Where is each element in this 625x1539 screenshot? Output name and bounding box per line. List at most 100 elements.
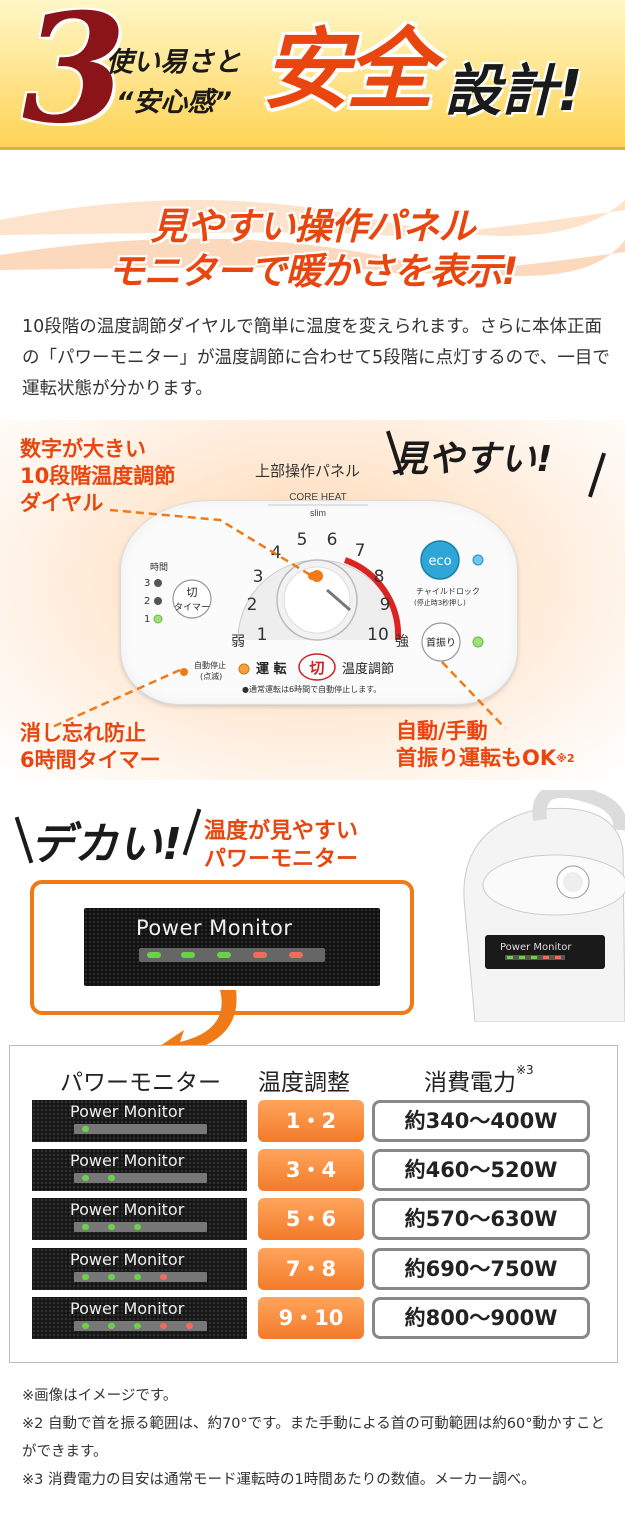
callout-swing: 自動/手動 首振り運転もOK※2 (396, 718, 574, 772)
dial-number-1: 1 (257, 625, 268, 645)
table-row-power: 約690〜750W (372, 1248, 590, 1290)
callout-dial-line2: 10段階温度調節 (20, 464, 176, 488)
intro-text: 10段階の温度調節ダイヤルで簡単に温度を変えられます。さらに本体正面の「パワーモ… (22, 317, 610, 399)
dial-number-6: 6 (327, 530, 338, 550)
dial-weak-label: 弱 (231, 634, 245, 650)
led-dot (82, 1224, 89, 1230)
table-row-monitor-label: Power Monitor (70, 1151, 185, 1170)
table-row-monitor: Power Monitor (32, 1198, 247, 1240)
timer-level-2: 2 (144, 596, 150, 607)
power-monitor-screen: Power Monitor (84, 908, 380, 986)
banner-subtitle-1: 使い易さと (106, 47, 241, 78)
auto-stop-note: ●通常運転は6時間で自動停止します。 (242, 684, 381, 694)
callout-swing-note: ※2 (556, 752, 575, 765)
callout-timer: 消し忘れ防止 6時間タイマー (20, 720, 161, 774)
table-row-monitor-label: Power Monitor (70, 1102, 185, 1121)
table-row-monitor: Power Monitor (32, 1248, 247, 1290)
led-dot (108, 1323, 115, 1329)
led-dot (160, 1274, 167, 1280)
dial-number-9: 9 (380, 595, 391, 615)
child-lock-sub: (停止時3秒押し) (414, 598, 466, 607)
feature-number: 3 (22, 0, 127, 150)
led-dot (82, 1175, 89, 1181)
table-header-power-note: ※3 (516, 1063, 534, 1077)
power-monitor-title: Power Monitor (136, 916, 293, 940)
table-row-power: 約460〜520W (372, 1149, 590, 1191)
led-dot (82, 1274, 89, 1280)
banner-main-word-2: 設計! (445, 59, 583, 124)
timer-button-top: 切 (187, 586, 198, 599)
table-row-led-bar (74, 1272, 207, 1282)
swing-button-label: 首振り (426, 636, 456, 649)
dial-number-5: 5 (297, 530, 308, 550)
section-heading-line1: 見やすい操作パネル (150, 205, 476, 248)
timer-button-bottom: タイマー (174, 602, 210, 613)
led-dot (108, 1224, 115, 1230)
table-row-power: 約800〜900W (372, 1297, 590, 1339)
banner-subtitle-2: “安心感” (116, 87, 232, 118)
dial-number-8: 8 (374, 567, 385, 587)
led-dot (134, 1323, 141, 1329)
control-panel-details: CORE HEAT slim 1 2 3 4 5 6 7 8 9 10 弱 強 … (49, 492, 506, 730)
table-row-temp: 3・4 (258, 1149, 364, 1191)
heater-monitor-label: Power Monitor (500, 942, 572, 953)
callout-timer-line2: 6時間タイマー (20, 748, 161, 772)
table-row-temp: 7・8 (258, 1248, 364, 1290)
table-header-monitor: パワーモニター (60, 1070, 221, 1096)
callout-swing-line1: 自動/手動 (396, 719, 488, 743)
table-row-monitor-label: Power Monitor (70, 1250, 185, 1269)
header-banner: 3 使い易さと “安心感” 安全 設計! (0, 0, 625, 150)
led-dot (134, 1274, 141, 1280)
temp-adjust-label: 温度調節 (342, 661, 394, 677)
heater-illustration: Power Monitor (463, 790, 625, 1022)
led-dot (108, 1274, 115, 1280)
footnotes: ※画像はイメージです。 ※2 自動で首を振る範囲は、約70°です。また手動による… (22, 1382, 612, 1494)
dial-number-3: 3 (253, 567, 264, 587)
panel-brand: CORE HEAT (289, 492, 347, 503)
table-row-power: 約340〜400W (372, 1100, 590, 1142)
callout-swing-line2: 首振り運転もOK (396, 746, 557, 770)
run-label: 運 転 (256, 661, 287, 677)
led-dot (186, 1323, 193, 1329)
heading-swoosh-decoration (0, 200, 625, 276)
dial-number-7: 7 (355, 541, 366, 561)
callout-pm-line1: 温度が見やすい (204, 819, 359, 844)
section-heading-line2: モニターで暖かさを表示! (107, 250, 519, 293)
callout-dial-line1: 数字が大きい (20, 437, 146, 461)
banner-main-word: 安全 (262, 18, 434, 121)
led-dot (82, 1126, 89, 1132)
led-dot (160, 1323, 167, 1329)
led-dot (108, 1175, 115, 1181)
timer-hours-label: 時間 (150, 562, 168, 573)
led-dot (134, 1224, 141, 1230)
callout-pm-line2: パワーモニター (204, 847, 359, 872)
dial-number-10: 10 (367, 625, 389, 645)
auto-stop-label: 自動停止 (194, 660, 226, 670)
timer-level-1: 1 (144, 614, 150, 625)
table-header-power: 消費電力 (424, 1070, 516, 1096)
callout-power-monitor: 温度が見やすい パワーモニター (204, 818, 358, 874)
callout-dial-line3: ダイヤル (20, 491, 104, 515)
table-header-power-wrap: 消費電力※3 (424, 1063, 534, 1097)
footnote-1: ※画像はイメージです。 (22, 1388, 178, 1404)
led-dot (82, 1323, 89, 1329)
table-row-monitor: Power Monitor (32, 1297, 247, 1339)
panel-brand-sub: slim (310, 508, 326, 518)
table-row-monitor-label: Power Monitor (70, 1299, 185, 1318)
dial-strong-label: 強 (395, 634, 409, 650)
table-header-temp: 温度調整 (258, 1070, 350, 1096)
power-monitor-led-bar (139, 948, 325, 962)
table-row-led-bar (74, 1124, 207, 1134)
table-row-temp: 9・10 (258, 1297, 364, 1339)
deka-label: デカい! (30, 819, 183, 870)
table-row-monitor-label: Power Monitor (70, 1200, 185, 1219)
callout-dial: 数字が大きい 10段階温度調節 ダイヤル (20, 436, 175, 517)
table-row-led-bar (74, 1222, 207, 1232)
table-row-temp: 1・2 (258, 1100, 364, 1142)
footnote-3: ※3 消費電力の目安は通常モード運転時の1時間あたりの数値。メーカー調べ。 (22, 1472, 536, 1488)
table-row-led-bar (74, 1321, 207, 1331)
child-lock-label: チャイルドロック (416, 587, 480, 596)
table-row-led-bar (74, 1173, 207, 1183)
off-button-label: 切 (309, 659, 324, 677)
footnote-2: ※2 自動で首を振る範囲は、約70°です。また手動による首の可動範囲は約60°動… (22, 1416, 605, 1460)
